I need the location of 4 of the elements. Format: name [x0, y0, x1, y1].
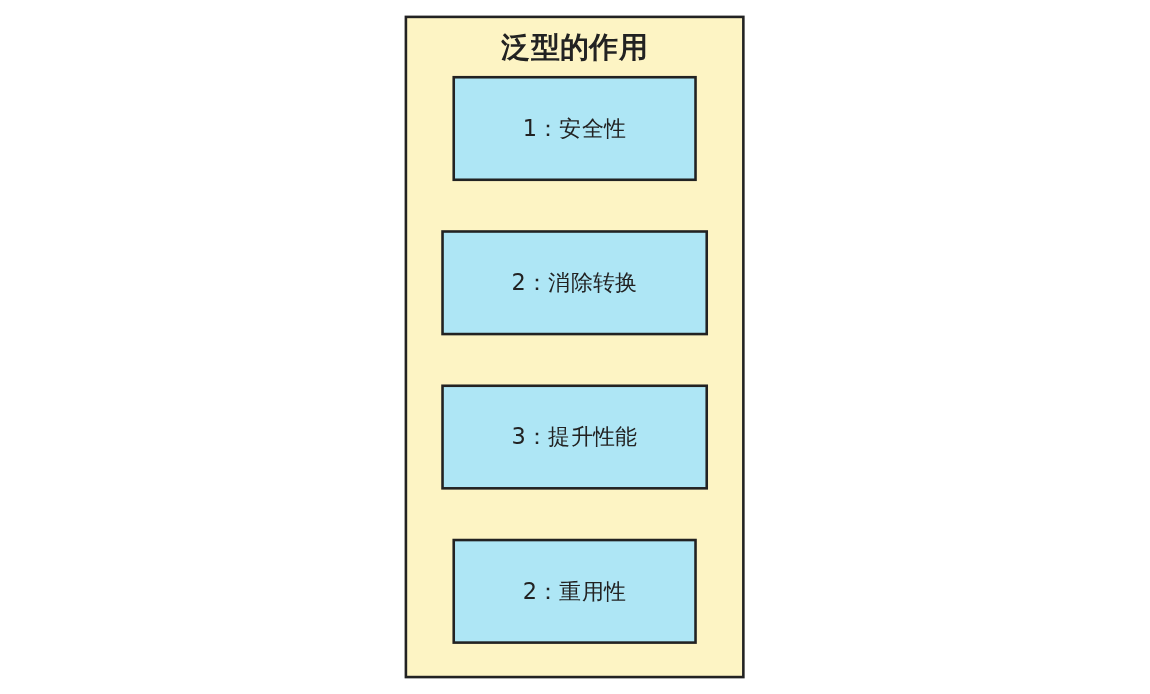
node-box: 3：提升性能 — [441, 384, 709, 490]
node-box: 2：消除转换 — [441, 230, 709, 336]
node-box: 2：重用性 — [452, 538, 698, 644]
node-box: 1：安全性 — [452, 75, 698, 182]
